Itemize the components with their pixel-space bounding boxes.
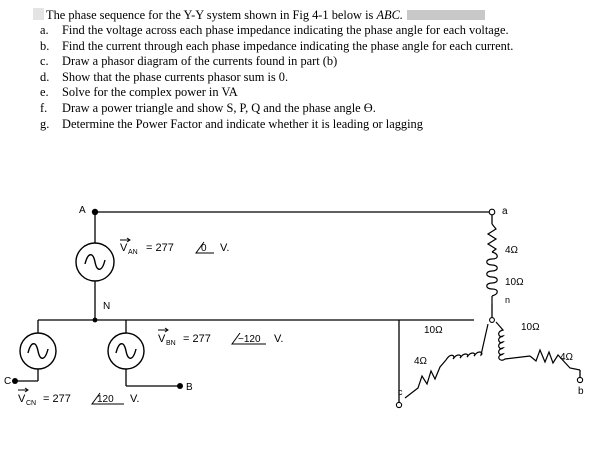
van-magnitude: = 277 [146,242,174,254]
task-marker: a. [40,23,49,37]
phase-b-load [495,321,581,371]
problem-intro: The phase sequence for the Y-Y system sh… [46,8,485,23]
circuit-diagram: A N C B a n c b V AN = 277 0 V. V BN = 2… [4,205,584,409]
task-text: Find the current through each phase impe… [62,38,514,53]
svg-text:V: V [120,242,128,254]
task-marker: d. [40,69,50,84]
node-dot-B [177,383,183,389]
node-dot-A [91,208,99,216]
vbn-subscript: BN [166,340,176,347]
label-node-C: C [4,376,11,387]
task-marker: g. [40,116,50,131]
task-marker: b. [40,38,50,53]
phase-a-load [486,223,498,304]
label-a-resistor: 4Ω [505,245,519,256]
task-item-f: f. Draw a power triangle and show S, P, Q… [40,100,560,116]
task-item-b: b. Find the current through each phase im… [40,38,560,54]
label-node-a: a [502,206,508,217]
label-b-inductor: 10Ω [521,322,540,333]
node-dot-N [92,317,98,323]
label-node-B: B [186,382,193,393]
task-item-a: a. Find the voltage across each phase imp… [40,23,560,38]
node-dot-C [12,378,18,384]
vbn-angle: −120 [238,334,261,345]
task-text: Find the voltage across each phase imped… [62,23,509,37]
label-node-n: n [505,295,510,305]
vcn-subscript: CN [26,400,36,407]
task-text: Determine the Power Factor and indicate … [62,116,423,131]
label-vbn: V BN = 277 −120 V. [158,327,283,347]
vcn-magnitude: = 277 [43,393,71,405]
label-b-resistor: 4Ω [560,352,574,363]
phase-c-load [404,323,489,399]
label-a-inductor: 10Ω [505,277,524,288]
redaction-bar [406,10,485,20]
vcn-unit: V. [130,393,139,405]
label-node-c: c [398,387,403,397]
van-subscript: AN [128,249,138,256]
task-item-g: g. Determine the Power Factor and indicat… [40,116,560,132]
task-item-d: d. Show that the phase currents phasor su… [40,69,560,85]
task-marker: f. [40,100,48,115]
vbn-unit: V. [274,333,283,345]
van-angle: 0 [201,243,207,254]
svg-text:V: V [158,333,166,345]
problem-statement: The phase sequence for the Y-Y system sh… [0,0,589,190]
label-node-b: b [578,386,584,397]
node-dot-a [488,208,496,216]
vbn-magnitude: = 277 [183,333,211,345]
van-unit: V. [220,242,229,254]
task-text: Show that the phase currents phasor sum … [62,69,289,84]
label-c-inductor: 10Ω [424,325,443,336]
vcn-angle: 120 [97,394,114,405]
label-node-N: N [103,301,110,312]
task-item-c: c. Draw a phasor diagram of the currents … [40,54,560,69]
intro-text: The phase sequence for the Y-Y system sh… [46,8,377,22]
task-item-e: e. Solve for the complex power in VA [40,86,560,100]
task-text: Draw a power triangle and show S, P, Q a… [62,100,376,115]
task-marker: c. [40,54,49,69]
task-text: Solve for the complex power in VA [62,85,238,100]
task-marker: e. [40,85,49,100]
task-text: Draw a phasor diagram of the currents fo… [62,54,338,69]
label-c-resistor: 4Ω [414,356,428,367]
label-node-A: A [79,205,86,216]
task-list: a. Find the voltage across each phase imp… [40,23,560,133]
checkbox-icon [33,8,44,20]
node-dot-c [395,401,403,409]
label-vcn: V CN = 277 120 V. [18,387,139,407]
phase-sequence: ABC. [376,8,403,22]
label-van: V AN = 277 0 V. [120,237,229,256]
svg-text:V: V [18,393,26,405]
node-dot-n [489,317,495,323]
node-dot-b [576,376,584,384]
